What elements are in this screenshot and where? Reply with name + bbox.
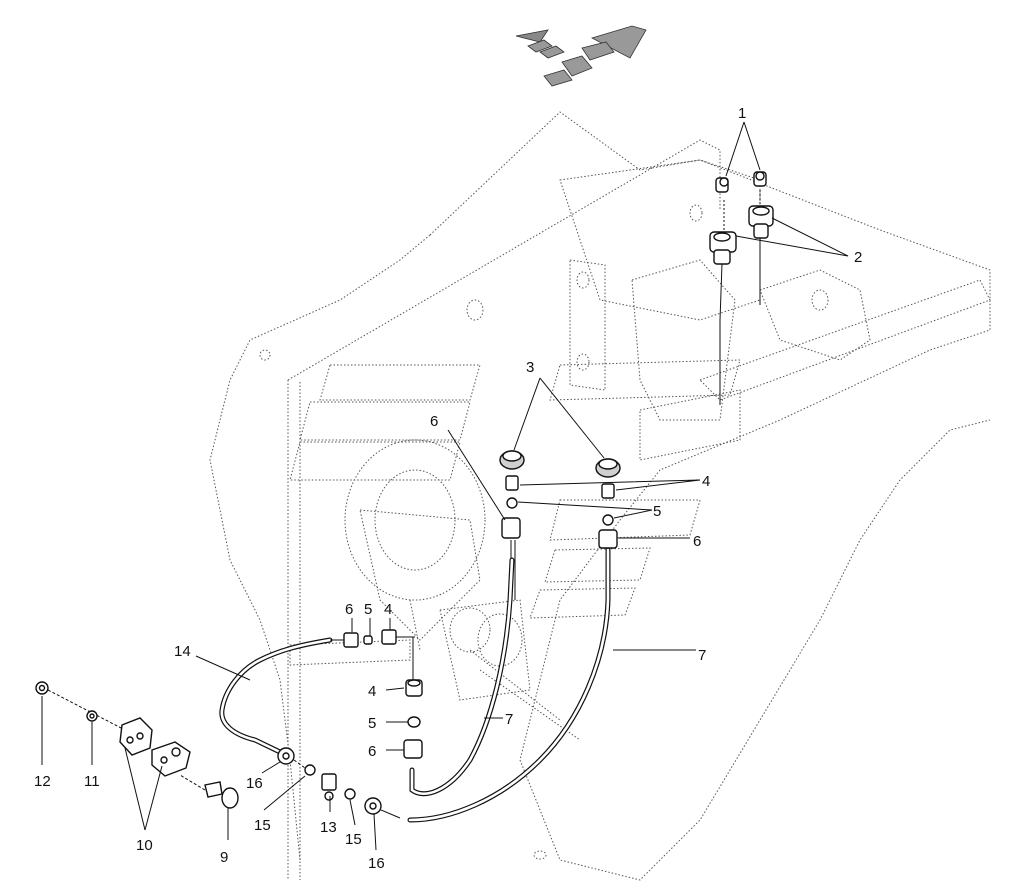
callout-2: 2 [854, 249, 862, 266]
callout-13: 13 [320, 819, 337, 836]
hose-7-right [407, 547, 611, 823]
callout-4: 4 [384, 601, 392, 618]
callout-9: 9 [220, 849, 228, 866]
direction-arrows-icon [515, 25, 647, 87]
callout-6: 6 [368, 743, 376, 760]
callout-16: 16 [368, 855, 385, 872]
upper-fittings [709, 171, 774, 405]
mounting-block [35, 681, 239, 809]
machine-frame-outline [209, 111, 991, 881]
callout-3: 3 [526, 359, 534, 376]
lower-fittings [277, 747, 401, 819]
hose-7-left [409, 557, 515, 797]
callout-1: 1 [738, 105, 746, 122]
callout-11: 11 [84, 773, 100, 790]
callout-6: 6 [345, 601, 353, 618]
callout-6: 6 [430, 413, 438, 430]
callout-labels: 1 2 3 4 5 6 6 7 7 6 5 4 4 5 6 14 12 11 1… [34, 105, 862, 872]
callout-6: 6 [693, 533, 701, 550]
callout-5: 5 [653, 503, 661, 520]
callout-10: 10 [136, 837, 153, 854]
callout-7: 7 [698, 647, 706, 664]
callout-14: 14 [174, 643, 191, 660]
callout-15: 15 [254, 817, 271, 834]
callout-4: 4 [368, 683, 376, 700]
leader-lines [41, 121, 849, 851]
callout-5: 5 [368, 715, 376, 732]
callout-7: 7 [505, 711, 513, 728]
mid-left-fittings [343, 629, 423, 759]
callout-15: 15 [345, 831, 362, 848]
callout-5: 5 [364, 601, 372, 618]
center-fittings [499, 450, 621, 600]
callout-16: 16 [246, 775, 263, 792]
callout-12: 12 [34, 773, 51, 790]
tube-14 [219, 637, 345, 755]
callout-4: 4 [702, 473, 710, 490]
